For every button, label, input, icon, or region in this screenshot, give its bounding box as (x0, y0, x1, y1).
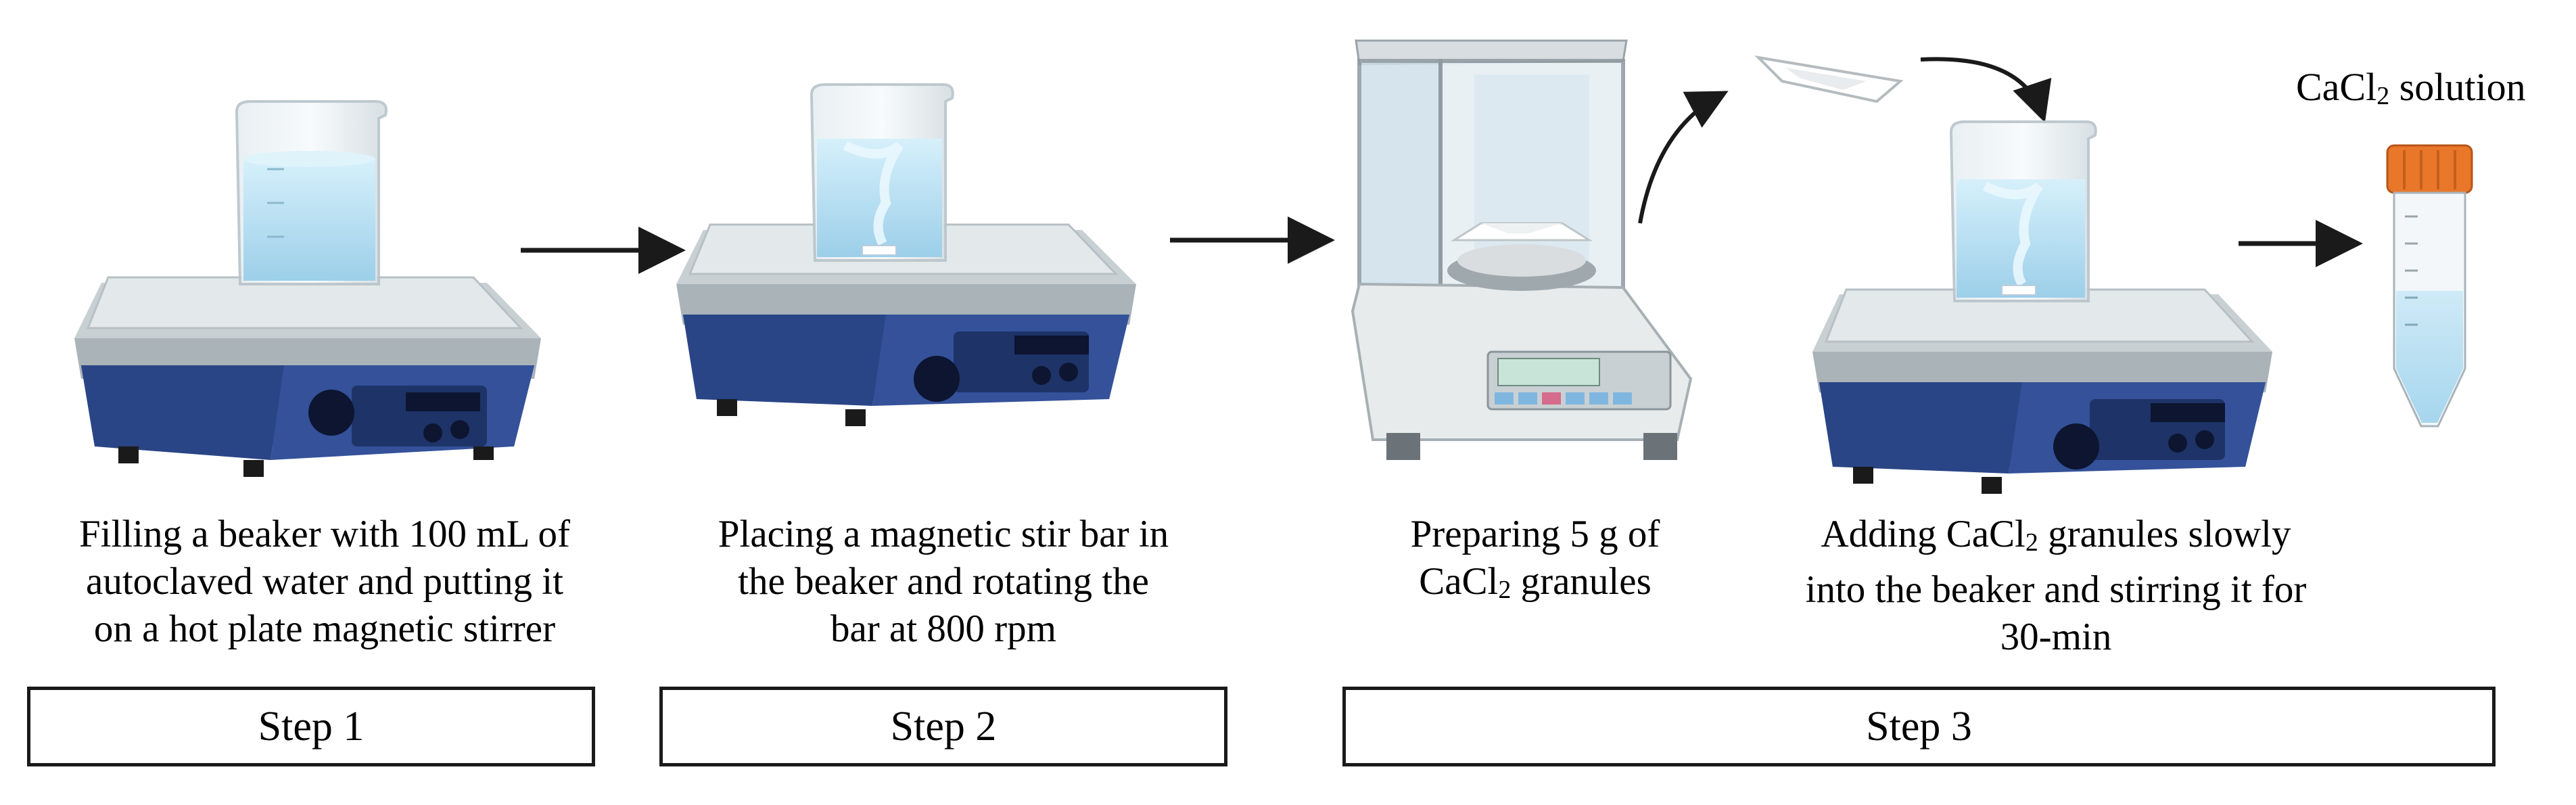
beaker-2 (810, 83, 954, 262)
weigh-boat (1754, 55, 1904, 104)
caption-line: Preparing 5 g of (1410, 513, 1660, 555)
beaker-1 (235, 100, 388, 285)
solution-label: CaCl2 solution (2296, 64, 2526, 111)
analytical-balance (1351, 39, 1693, 460)
caption-line: Adding CaCl2 granules slowly (1752, 511, 2360, 566)
step-1-label: Step 1 (258, 703, 365, 750)
caption-line: Placing a magnetic stir bar in (718, 513, 1169, 555)
caption-word: granules (1511, 560, 1652, 603)
caption-step3-add: Adding CaCl2 granules slowly into the be… (1752, 511, 2360, 661)
caption-line: Filling a beaker with 100 mL of (78, 513, 571, 555)
caption-line: autoclaved water and putting it (86, 560, 563, 603)
step-2-box: Step 2 (659, 687, 1227, 766)
hot-plate-stirrer-1 (74, 276, 541, 477)
falcon-tube (2386, 144, 2473, 428)
hot-plate-stirrer-3 (1812, 288, 2272, 494)
curved-arrow-up (1638, 91, 1729, 224)
hot-plate-stirrer-2 (676, 223, 1136, 426)
curved-arrow-down (1920, 57, 2052, 123)
caption-line: the beaker and rotating the (738, 560, 1149, 603)
caption-line: on a hot plate magnetic stirrer (93, 607, 556, 650)
solution-label-subscript: 2 (2376, 82, 2390, 110)
caption-chem: CaCl (1419, 560, 1499, 603)
caption-step3-prepare: Preparing 5 g of CaCl2 granules (1339, 511, 1731, 614)
beaker-3 (1949, 120, 2097, 302)
step-2-label: Step 2 (890, 703, 997, 750)
caption-line: into the beaker and stirring it for (1805, 568, 2307, 611)
caption-step2-stir: Placing a magnetic stir bar in the beake… (649, 511, 1238, 653)
caption-line: 30-min (2000, 616, 2112, 658)
caption-subscript: 2 (2025, 528, 2038, 557)
caption-line: CaCl2 granules (1339, 558, 1731, 614)
caption-chem: Adding CaCl (1821, 513, 2025, 555)
caption-word: granules slowly (2038, 513, 2291, 555)
solution-label-chem: CaCl (2296, 65, 2377, 109)
step-3-label: Step 3 (1866, 703, 1972, 750)
step-3-box: Step 3 (1342, 687, 2496, 766)
solution-label-word: solution (2389, 65, 2526, 109)
step-1-box: Step 1 (27, 687, 595, 766)
caption-step1-fill: Filling a beaker with 100 mL of autoclav… (20, 511, 629, 653)
caption-subscript: 2 (1498, 576, 1512, 604)
caption-line: bar at 800 rpm (830, 607, 1056, 650)
